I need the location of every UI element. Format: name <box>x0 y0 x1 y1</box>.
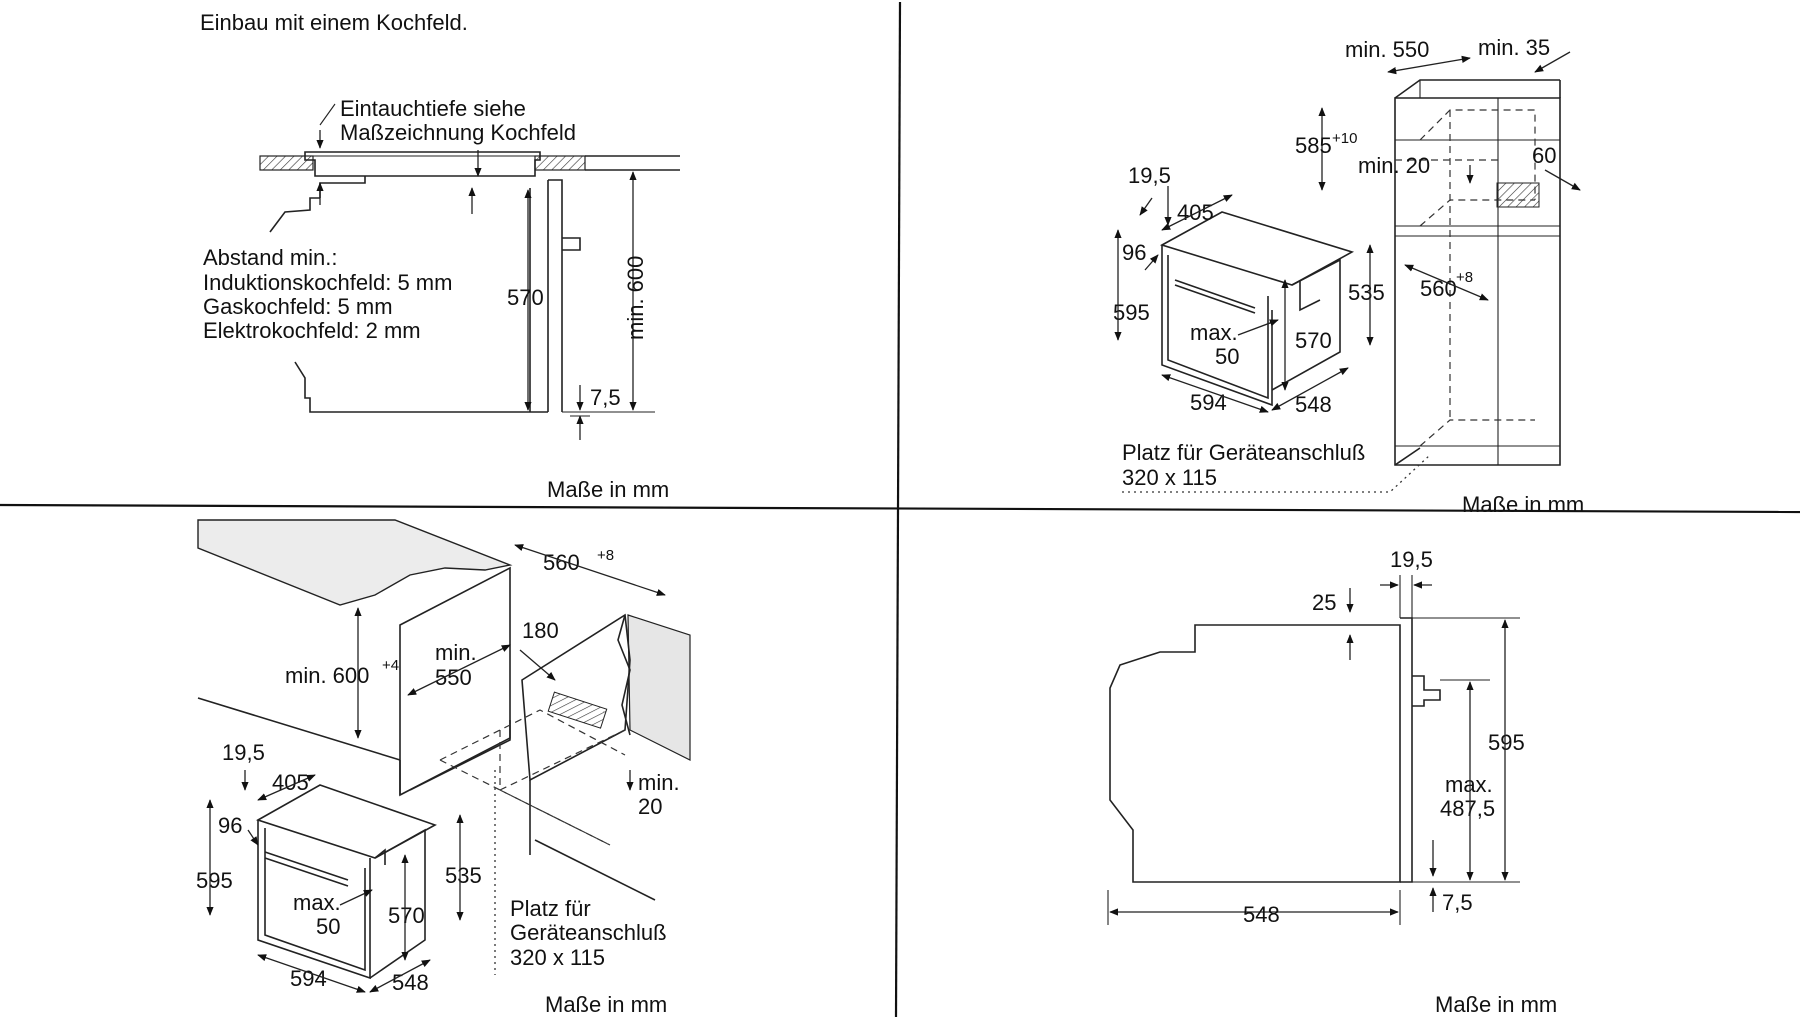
oven-top <box>319 176 366 198</box>
br-595: 595 <box>1488 730 1525 755</box>
bl-oven-handle <box>264 851 349 881</box>
br-max: max. <box>1445 772 1493 797</box>
bl-min20-a: min. <box>638 770 680 795</box>
tr-548: 548 <box>1295 392 1332 417</box>
bl-548: 548 <box>392 970 429 995</box>
tr-405: 405 <box>1177 200 1214 225</box>
countertop-left <box>259 155 314 171</box>
tl-note-1: Eintauchtiefe siehe <box>340 96 526 121</box>
bl-560-tol: +8 <box>597 547 614 564</box>
worktop-right <box>627 614 691 761</box>
tr-units: Maße in mm <box>1462 492 1584 517</box>
bl-535: 535 <box>445 863 482 888</box>
bl-cabinet-right <box>521 613 631 782</box>
tr-connection-size: 320 x 115 <box>1122 465 1217 490</box>
oven-handle <box>562 237 581 251</box>
vent-cutout <box>1496 182 1540 208</box>
bl-570: 570 <box>388 903 425 928</box>
br-75: 7,5 <box>1442 890 1473 915</box>
tr-585-tol: +10 <box>1332 130 1357 147</box>
bl-195: 19,5 <box>222 740 265 765</box>
tr-max: max. <box>1190 320 1238 345</box>
br-548: 548 <box>1243 902 1280 927</box>
countertop-right <box>534 155 586 171</box>
bottom-right-panel: 19,5 25 595 max. 487,5 7,5 548 Maße in m… <box>1107 547 1557 1017</box>
tr-195: 19,5 <box>1128 163 1171 188</box>
horizontal-divider <box>0 503 1800 514</box>
bl-units: Maße in mm <box>545 992 667 1017</box>
tall-cabinet <box>1394 97 1561 466</box>
bl-594: 594 <box>290 966 327 991</box>
tl-distance-gas: Gaskochfeld: 5 mm <box>203 294 393 319</box>
br-4875: 487,5 <box>1440 796 1495 821</box>
tl-dim-75: 7,5 <box>590 385 621 410</box>
bl-min600: min. 600 <box>285 663 369 688</box>
br-oven-handle <box>1412 675 1441 707</box>
br-25: 25 <box>1312 590 1336 615</box>
worktop <box>197 519 513 606</box>
bl-max: max. <box>293 890 341 915</box>
tl-dim-min600: min. 600 <box>623 256 648 340</box>
br-195: 19,5 <box>1390 547 1433 572</box>
tl-distance-electric: Elektrokochfeld: 2 mm <box>203 318 421 343</box>
tl-distance-title: Abstand min.: <box>203 245 338 270</box>
bl-180: 180 <box>522 618 559 643</box>
tl-distance-induction: Induktionskochfeld: 5 mm <box>203 270 452 295</box>
tl-dim-570: 570 <box>507 285 544 310</box>
tl-title: Einbau mit einem Kochfeld. <box>200 10 468 35</box>
top-right-panel: min. 550 min. 35 585 +10 min. 20 60 19,5… <box>1113 35 1584 517</box>
bl-min-label: min. <box>435 640 477 665</box>
tr-oven-handle <box>1174 279 1256 309</box>
top-left-panel: Einbau mit einem Kochfeld. Eintauchtiefe… <box>200 10 680 502</box>
bl-550: 550 <box>435 665 472 690</box>
br-oven-body <box>1109 624 1401 883</box>
bl-oven-top <box>256 784 437 859</box>
bl-connection-size: 320 x 115 <box>510 945 605 970</box>
bl-min600-tol: +4 <box>382 657 399 674</box>
tr-50: 50 <box>1215 344 1239 369</box>
tr-585: 585 <box>1295 133 1332 158</box>
tr-min20: min. 20 <box>1358 153 1430 178</box>
tr-560-tol: +8 <box>1456 269 1473 286</box>
tr-594: 594 <box>1190 390 1227 415</box>
tr-min35: min. 35 <box>1478 35 1550 60</box>
bl-connection-1: Platz für <box>510 896 591 921</box>
tr-60: 60 <box>1532 143 1556 168</box>
tr-570: 570 <box>1295 328 1332 353</box>
tr-min550: min. 550 <box>1345 37 1429 62</box>
bl-96: 96 <box>218 813 242 838</box>
hob <box>304 151 541 177</box>
bottom-left-panel: 560 +8 180 min. 550 min. 600 +4 min. 20 … <box>196 519 691 1017</box>
tr-96: 96 <box>1122 240 1146 265</box>
bl-vent-cutout <box>547 691 608 729</box>
bl-560: 560 <box>543 550 580 575</box>
tr-535: 535 <box>1348 280 1385 305</box>
bl-connection-2: Geräteanschluß <box>510 920 667 945</box>
bl-50: 50 <box>316 914 340 939</box>
bl-595: 595 <box>196 868 233 893</box>
tl-note-2: Maßzeichnung Kochfeld <box>340 120 576 145</box>
tr-connection: Platz für Geräteanschluß <box>1122 440 1365 465</box>
tl-units: Maße in mm <box>547 477 669 502</box>
br-units: Maße in mm <box>1435 992 1557 1017</box>
bl-min20-b: 20 <box>638 794 662 819</box>
